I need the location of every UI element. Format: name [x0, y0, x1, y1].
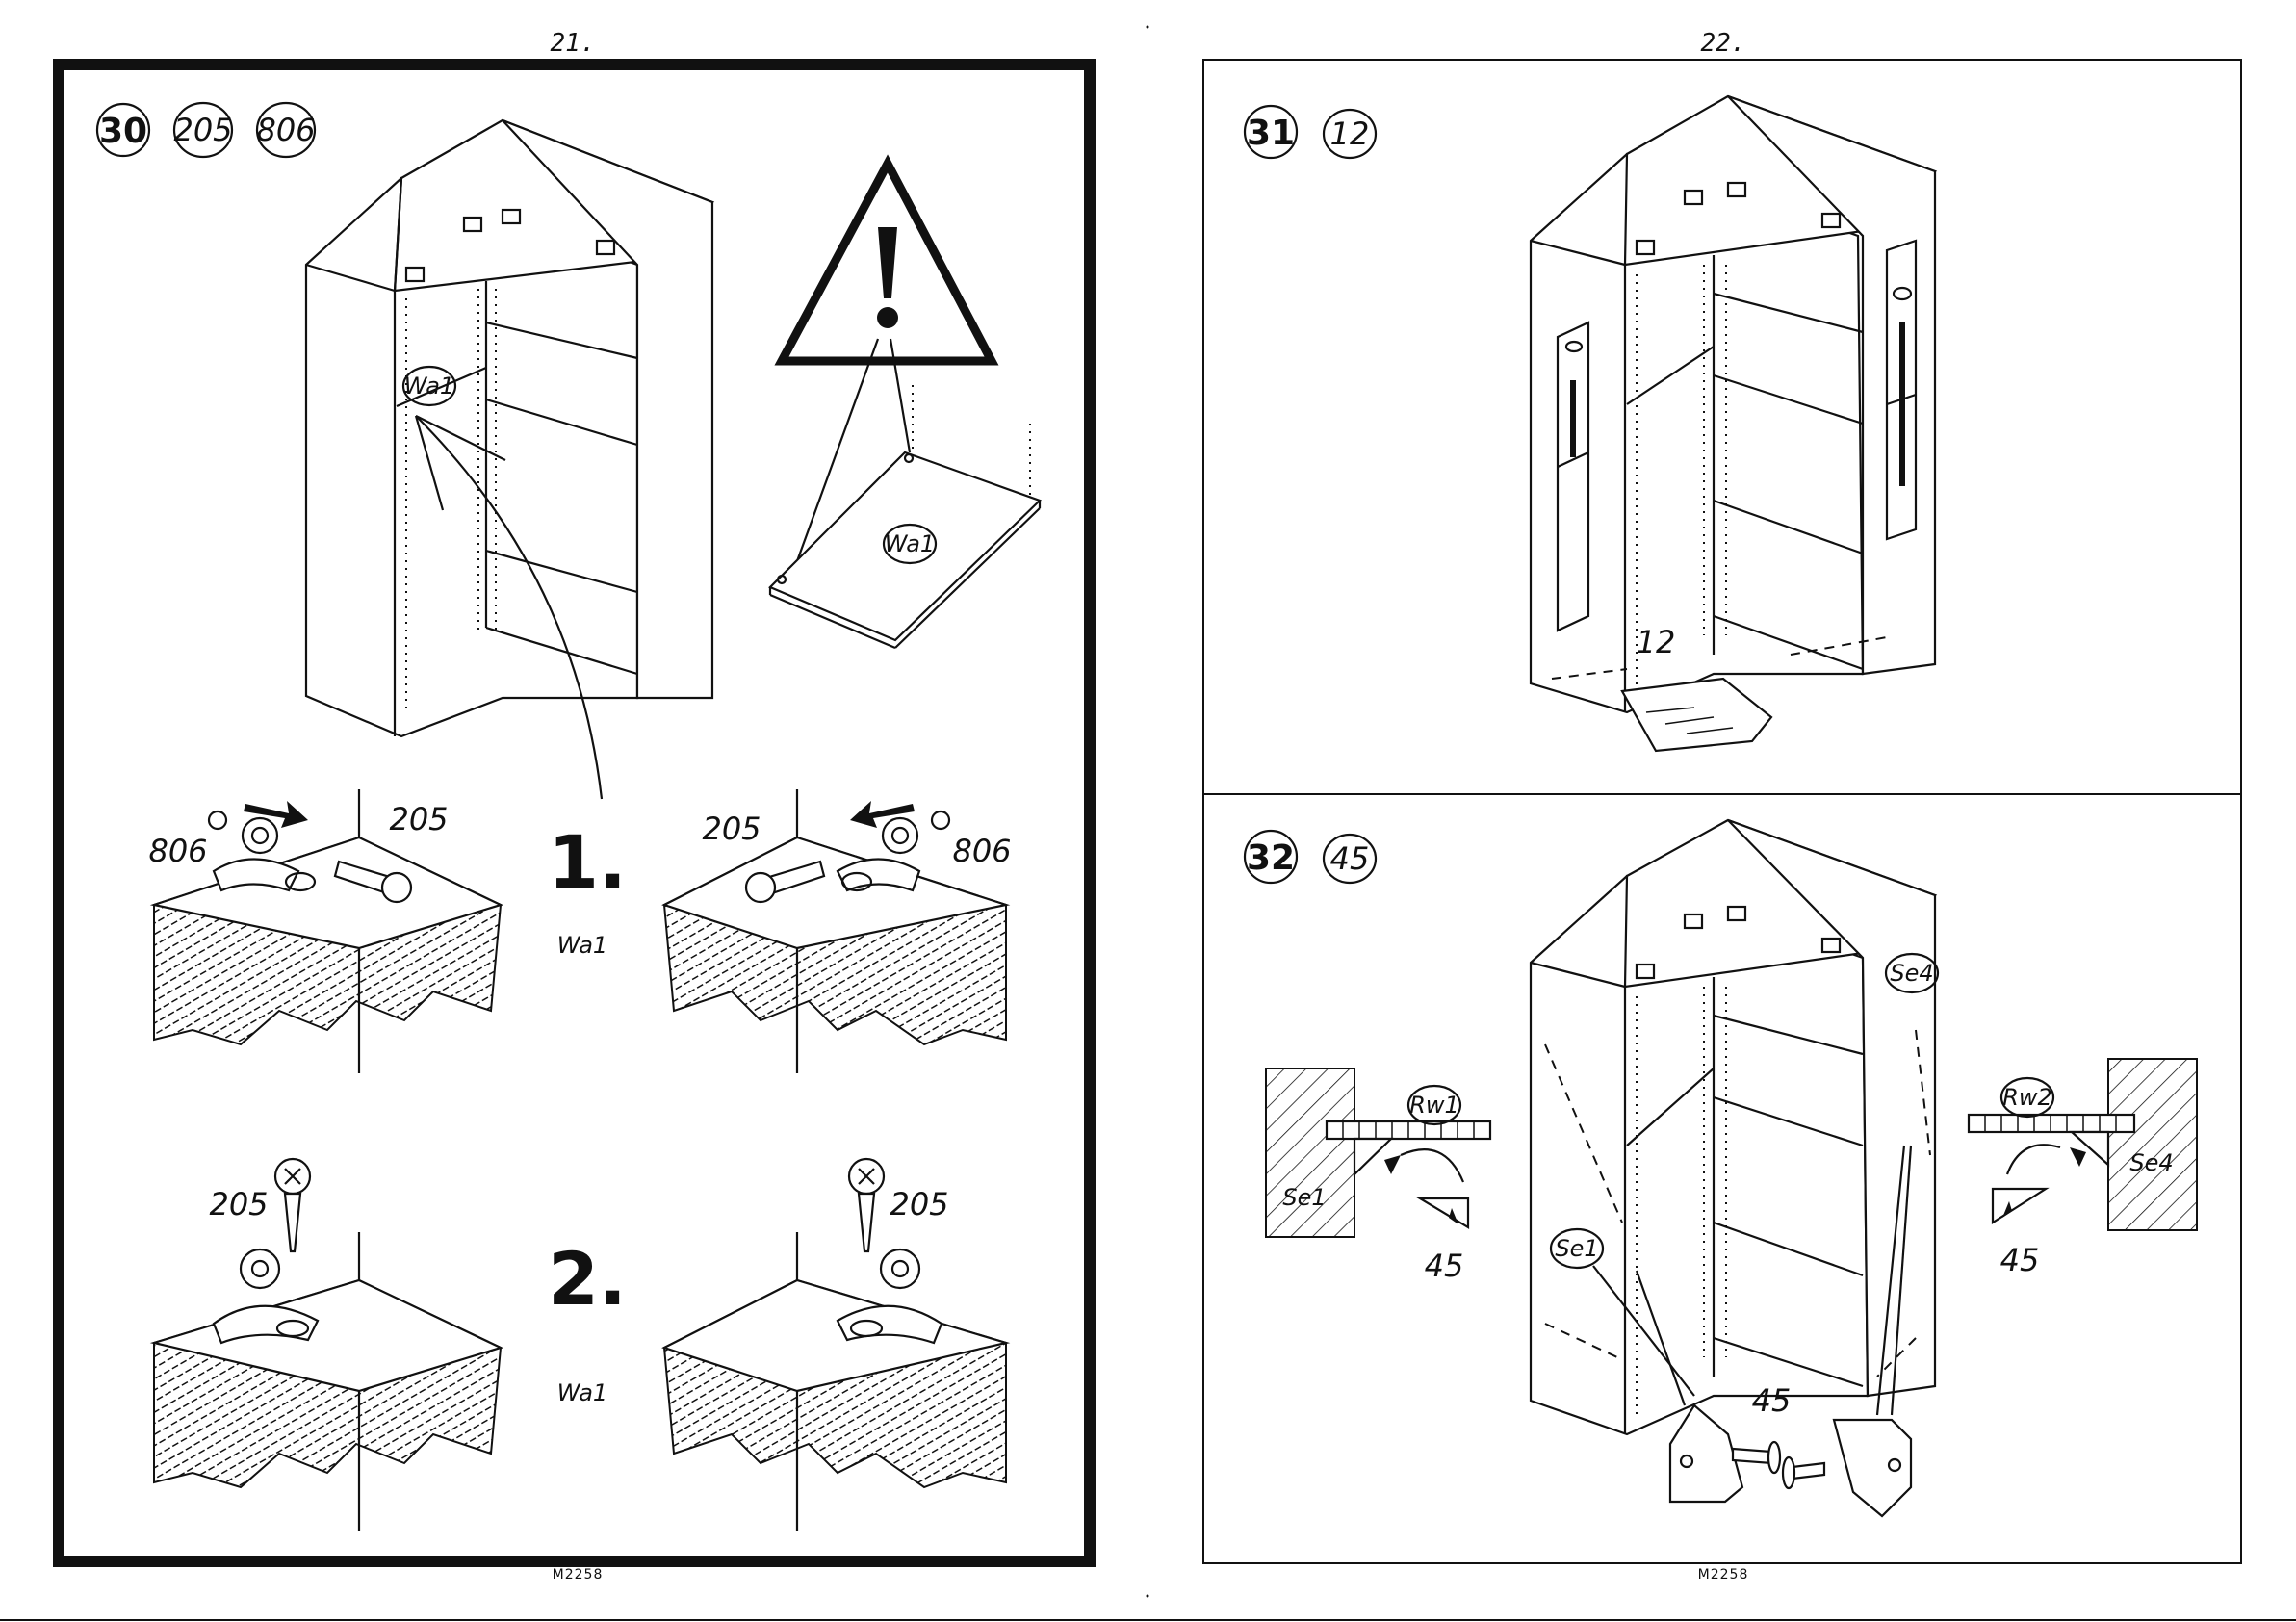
bracket-icon: [1670, 1405, 1780, 1502]
corner-cabinet-illustration: [1531, 820, 1935, 1434]
part-label: 205: [209, 1186, 268, 1223]
corner-cabinet-illustration: [306, 120, 712, 736]
substep-number: 1.: [548, 819, 627, 905]
part-label: 806: [148, 833, 207, 869]
part-number: 45: [1330, 840, 1370, 877]
step-number: 31: [1247, 114, 1295, 153]
step-31-header: 31 12: [1245, 106, 1376, 158]
wall-label: Se4: [2129, 1149, 2173, 1176]
part-label: 205: [702, 811, 761, 847]
bracket-label: Rw1: [1409, 1092, 1459, 1119]
step-number: 30: [99, 112, 147, 151]
step-32-header: 32 45: [1245, 831, 1376, 883]
wall-label: Se1: [1282, 1184, 1326, 1211]
part-label: 806: [952, 833, 1011, 869]
step-number: 32: [1247, 838, 1295, 878]
bracket-icon: [1783, 1420, 1911, 1516]
corner-cabinet-illustration: [1531, 96, 1935, 712]
fold-mark-bottom: [1147, 1595, 1149, 1598]
wall-corner-detail: [664, 1159, 1006, 1531]
shelf-label: Wa1: [885, 530, 935, 557]
part-label: 205: [890, 1186, 948, 1223]
fold-mark-top: [1147, 26, 1149, 29]
shim-pack-icon: [1622, 679, 1771, 751]
screw-qty-label: 45: [1752, 1382, 1792, 1419]
step-30-header: 30 205 806: [97, 103, 316, 157]
part-number: 12: [1330, 116, 1370, 152]
part-count-label: 12: [1637, 624, 1676, 660]
panel-label: Wa1: [557, 932, 607, 959]
shelf-label: Wa1: [404, 373, 454, 399]
side-label: Se1: [1555, 1235, 1598, 1262]
warning-pointer: [890, 339, 910, 452]
part-number: 205: [173, 112, 232, 148]
part-number: 806: [256, 112, 315, 148]
wall-corner-detail: [154, 1159, 501, 1531]
qty-label: 45: [1425, 1248, 1464, 1284]
part-label: 205: [389, 801, 448, 837]
side-label: Se4: [1890, 960, 1933, 987]
bracket-label: Rw2: [2002, 1084, 2052, 1111]
qty-label: 45: [2000, 1242, 2040, 1278]
warning-icon: [782, 164, 992, 361]
panel-label: Wa1: [557, 1379, 607, 1406]
substep-number: 2.: [548, 1236, 627, 1322]
